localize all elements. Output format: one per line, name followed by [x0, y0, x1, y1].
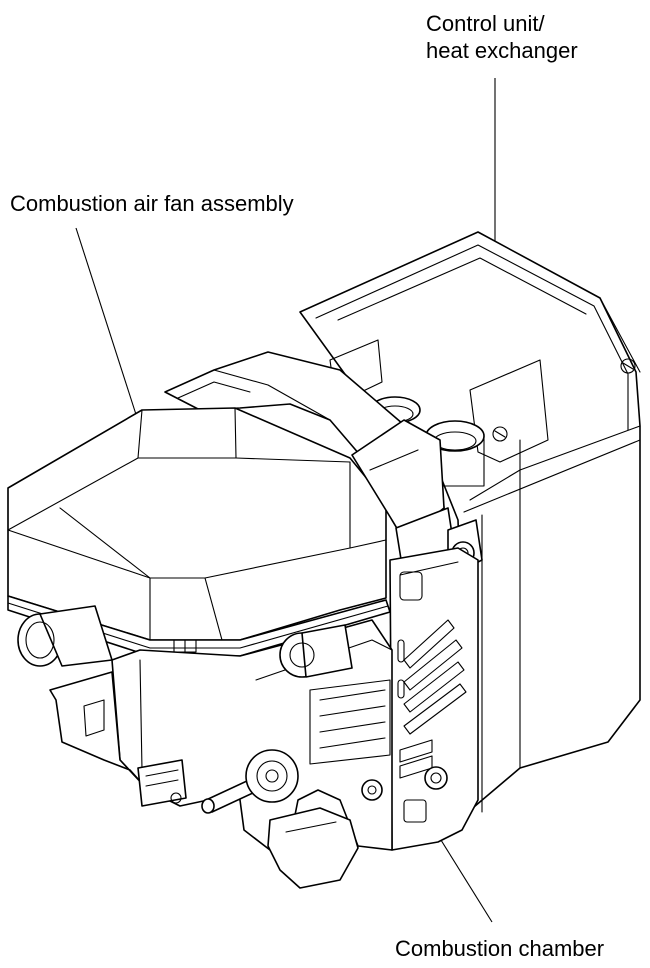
control-unit-label: Control unit/ heat exchanger — [426, 10, 578, 64]
combustion-chamber-slots — [397, 619, 467, 779]
combustion-chamber — [389, 547, 479, 851]
control-unit-label-line1: Control unit/ — [426, 11, 545, 36]
exhaust-outlet — [267, 779, 383, 889]
control-unit-label-line2: heat exchanger — [426, 38, 578, 63]
fuel-inlet — [201, 749, 299, 814]
fan-assembly-label: Combustion air fan assembly — [10, 191, 294, 216]
left-mounting-bracket — [49, 671, 187, 807]
combustion-chamber-label: Combustion chamber — [395, 936, 605, 961]
